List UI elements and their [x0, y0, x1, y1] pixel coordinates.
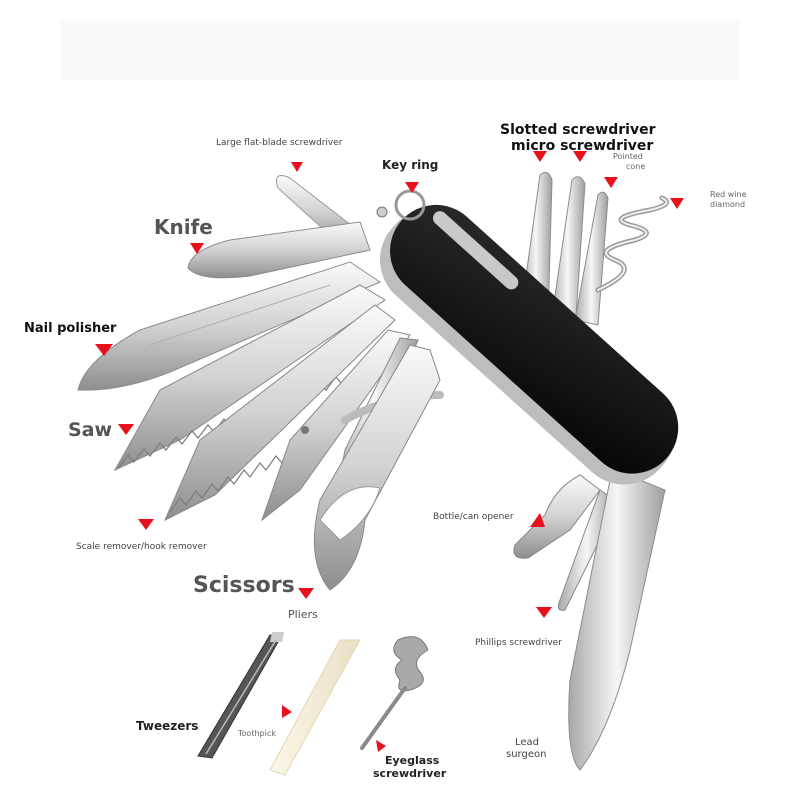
- label-knife: Knife: [154, 215, 213, 239]
- marker-flat-blade: [291, 162, 303, 172]
- knife-blade-shape: [187, 221, 371, 279]
- tweezers-tip: [270, 632, 284, 642]
- pliers-jaw-gap: [319, 486, 381, 541]
- label-red-wine-1: Red wine: [710, 190, 747, 199]
- label-pliers: Pliers: [288, 608, 318, 621]
- label-key-ring: Key ring: [382, 158, 439, 172]
- handle-slot: [432, 211, 519, 290]
- label-scissors: Scissors: [193, 573, 295, 598]
- scissors-pivot: [301, 426, 309, 434]
- micro-screwdriver-shape: [549, 176, 586, 331]
- marker-eyeglass: [376, 740, 386, 752]
- scale-remover-shape: [163, 304, 396, 522]
- marker-micro: [573, 151, 587, 162]
- tweezers-highlight: [205, 639, 277, 755]
- marker-pointed-cone: [604, 177, 618, 188]
- label-lead-2: surgeon: [506, 749, 547, 760]
- label-eyeglass-2: screwdriver: [373, 767, 447, 780]
- marker-nail-polisher: [95, 344, 113, 356]
- phillips-screwdriver-shape: [557, 489, 616, 611]
- label-nail-polisher: Nail polisher: [24, 321, 117, 336]
- corkscrew-shape: [595, 195, 669, 293]
- nail-file-shape: [77, 261, 382, 391]
- marker-saw: [118, 424, 134, 435]
- marker-scale-remover: [138, 519, 154, 530]
- marker-pliers: [298, 588, 314, 599]
- marker-arrows: [95, 151, 684, 752]
- eyeglass-screwdriver-shaft: [360, 686, 407, 750]
- toothpick-shape: [269, 639, 361, 776]
- marker-red-wine: [670, 198, 684, 209]
- corkscrew-highlight: [597, 197, 668, 291]
- label-lead-1: Lead: [515, 737, 540, 748]
- marker-phillips: [536, 607, 552, 618]
- saw-blade-shape: [113, 284, 386, 472]
- eyeglass-screwdriver-head: [393, 636, 429, 692]
- tweezers-shape: [197, 634, 283, 759]
- label-phillips: Phillips screwdriver: [475, 638, 562, 648]
- label-slotted-screwdriver: Slotted screwdriver: [500, 122, 656, 138]
- key-ring-shape: [394, 189, 426, 221]
- label-pointed-cone-2: cone: [626, 162, 646, 171]
- key-ring-rivet: [376, 206, 388, 218]
- bottle-opener-shape: [513, 474, 601, 559]
- label-toothpick: Toothpick: [238, 729, 276, 738]
- label-large-flat-blade: Large flat-blade screwdriver: [216, 138, 343, 148]
- label-red-wine-2: diamond: [710, 200, 746, 209]
- marker-slotted: [533, 151, 547, 162]
- header-haze: [60, 20, 740, 80]
- handle-scale: [390, 204, 679, 474]
- marker-toothpick: [282, 705, 292, 718]
- label-bottle-opener: Bottle/can opener: [433, 512, 514, 522]
- label-eyeglass-1: Eyeglass: [385, 754, 440, 767]
- label-saw: Saw: [68, 419, 113, 441]
- main-blade-shape: [568, 479, 666, 771]
- handle-group: [379, 204, 679, 485]
- label-tweezers: Tweezers: [136, 719, 199, 733]
- marker-bottle-opener: [530, 513, 545, 527]
- label-micro-screwdriver: micro screwdriver: [511, 138, 654, 154]
- marker-key-ring: [405, 182, 419, 193]
- nail-file-line: [149, 284, 331, 346]
- marker-knife: [190, 243, 204, 254]
- label-scale-remover: Scale remover/hook remover: [76, 542, 207, 552]
- scissors-blade-left: [260, 329, 411, 522]
- label-pointed-cone-1: Pointed: [613, 152, 643, 161]
